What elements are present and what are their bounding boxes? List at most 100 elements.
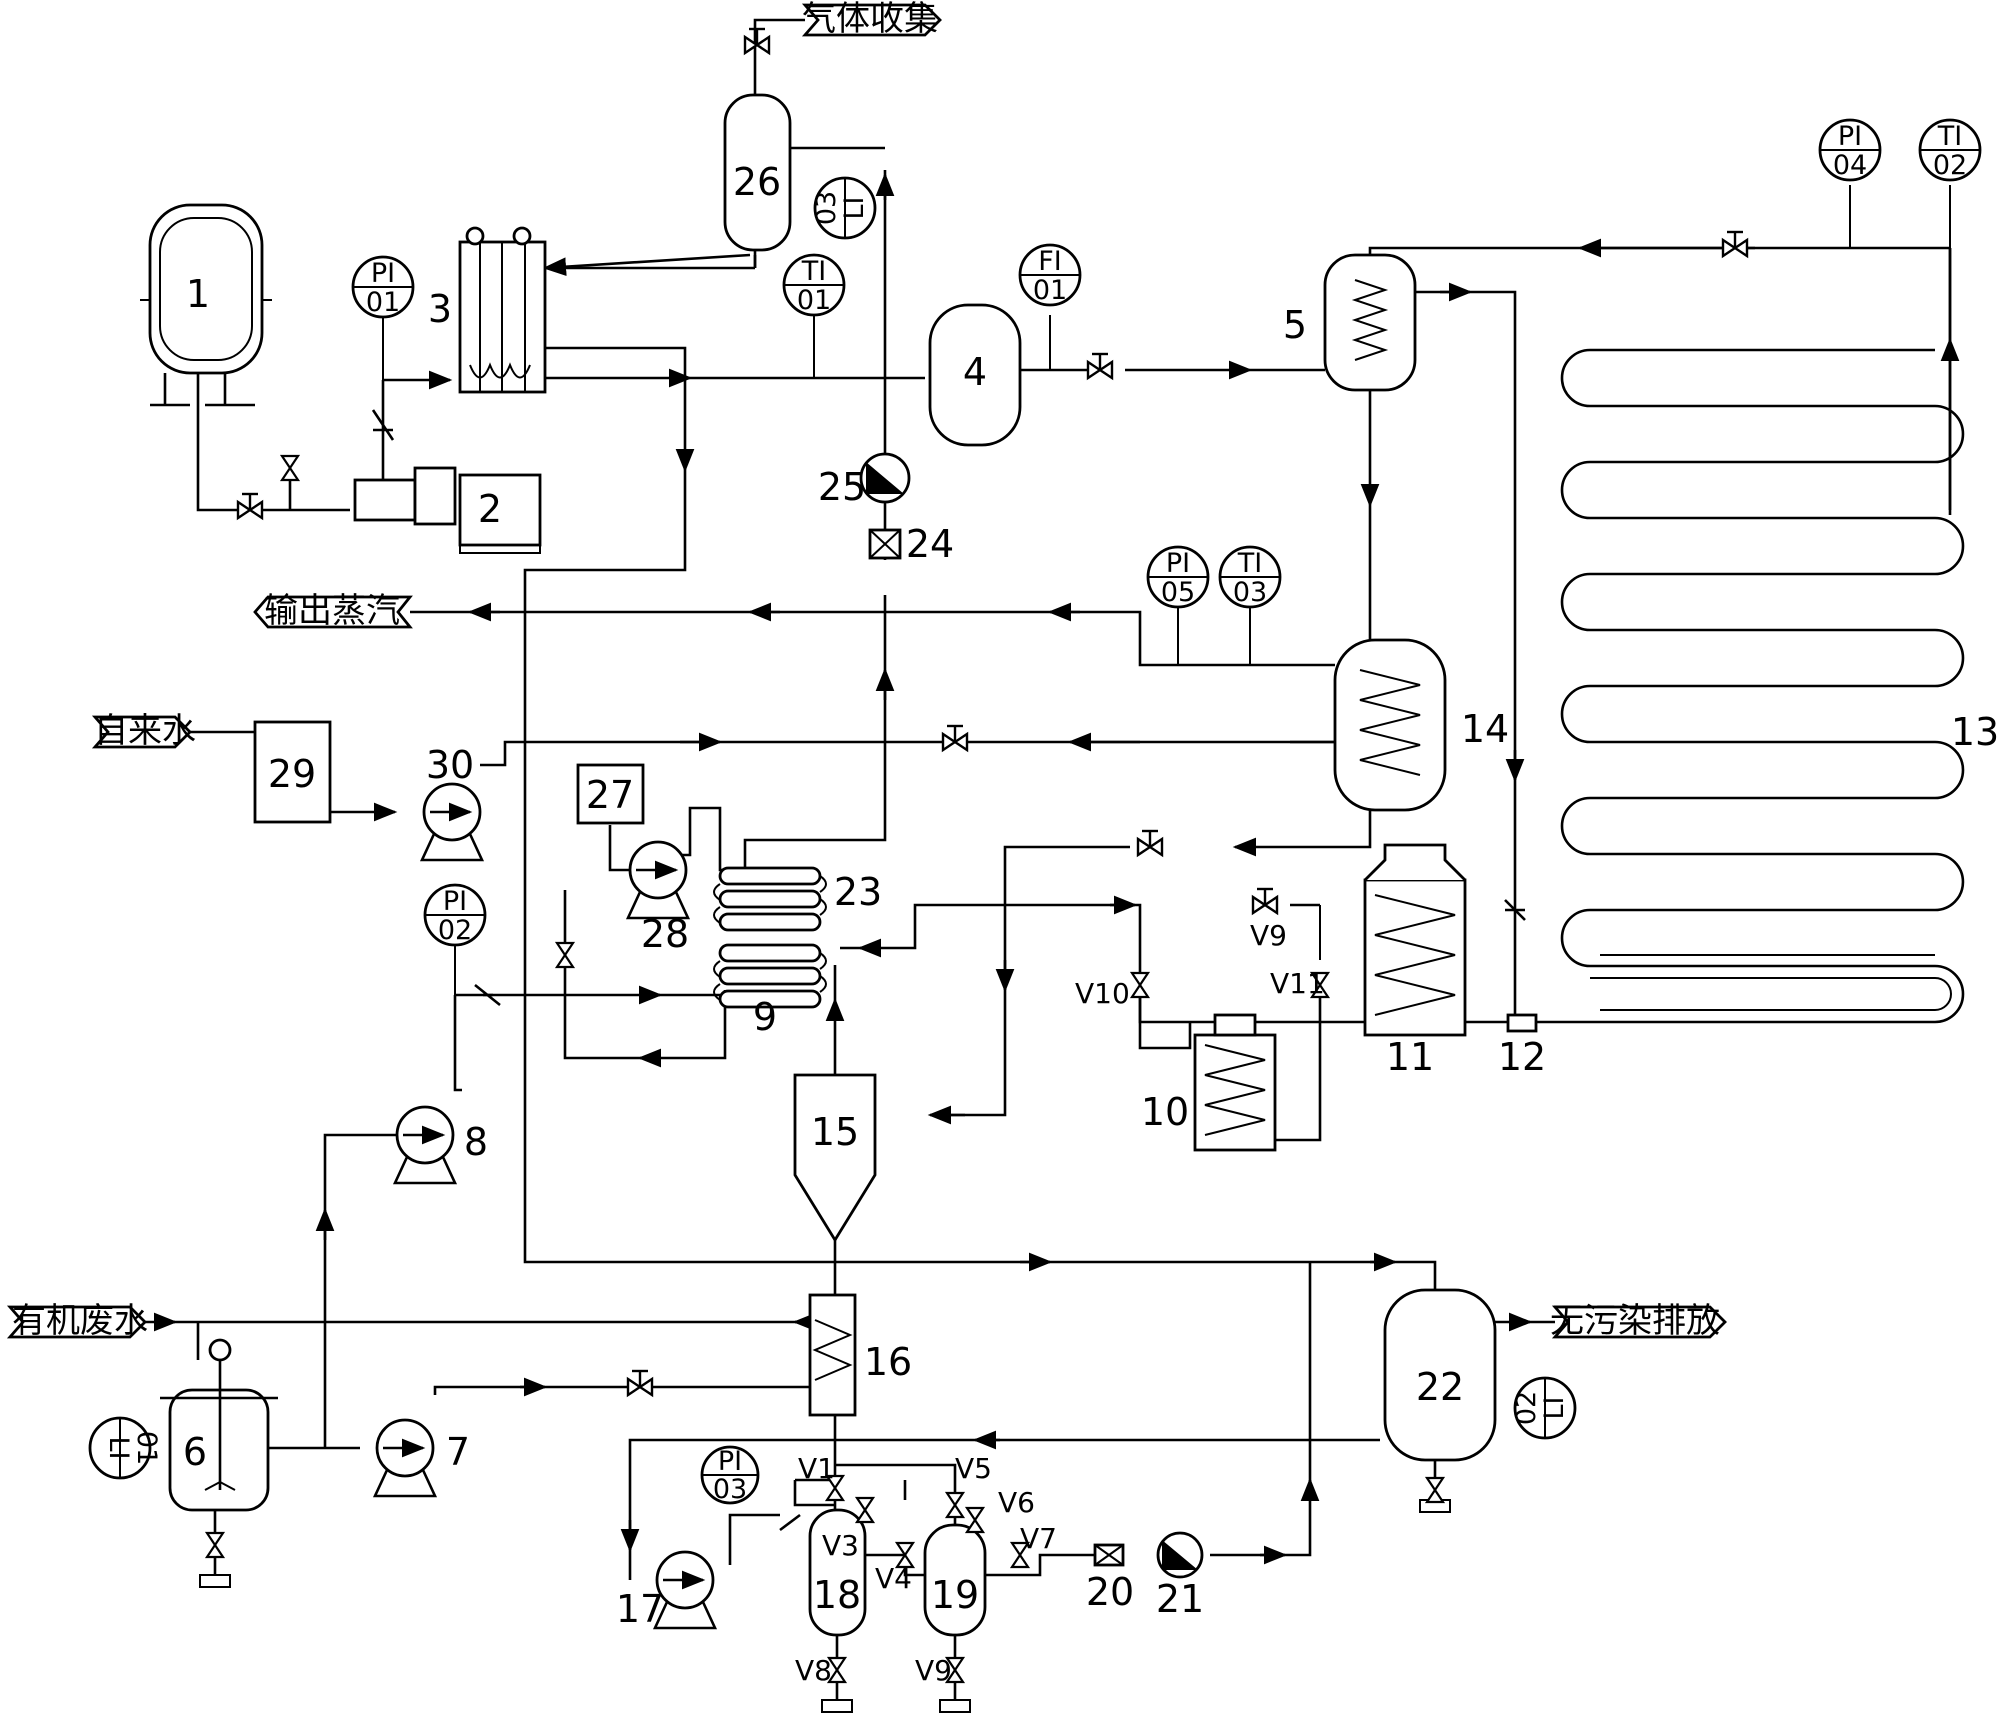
equipment-28-pump: 28 [628, 842, 689, 956]
equipment-13-serpentine-coil: 13 [1560, 348, 1998, 1024]
equipment-15-cyclone: 15 [793, 1073, 877, 1243]
piping [135, 18, 1960, 1580]
equipment-label-3: 3 [428, 287, 452, 331]
instrument-pi03: PI 03 [700, 1445, 760, 1505]
equipment-label-30: 30 [426, 743, 474, 787]
equipment-20-filter: 20 [1086, 1543, 1134, 1614]
instrument-pi04: PI 04 [1818, 118, 1882, 182]
equipment-label-1: 1 [186, 272, 210, 316]
equipment-2-compressor: 2 [353, 466, 542, 554]
instrument-ti03: TI 03 [1218, 545, 1282, 609]
equipment-label-16: 16 [864, 1340, 912, 1384]
instrument-pi02: PI 02 [423, 883, 487, 947]
equipment-label-7: 7 [446, 1430, 470, 1474]
svg-text:LI: LI [839, 196, 870, 219]
equipment-label-6: 6 [183, 1430, 207, 1474]
equipment-label-25: 25 [818, 465, 866, 509]
svg-text:01: 01 [1033, 275, 1067, 306]
instrument-li01: LI 01 [88, 1416, 162, 1480]
equipment-label-20: 20 [1086, 1570, 1134, 1614]
svg-text:05: 05 [1161, 577, 1195, 608]
equipment-label-26: 26 [733, 160, 781, 204]
stream-gas-collection: 气体收集 [801, 0, 942, 39]
svg-text:LI: LI [1539, 1396, 1570, 1419]
svg-text:PI: PI [443, 886, 467, 917]
instrument-ti02: TI 02 [1918, 118, 1982, 182]
svg-text:TI: TI [1237, 548, 1262, 579]
svg-text:01: 01 [797, 285, 831, 316]
svg-text:自来水: 自来水 [94, 711, 196, 751]
equipment-7-pump: 7 [375, 1420, 470, 1496]
stream-organic-wastewater: 有机废水 [6, 1301, 148, 1341]
equipment-25-pump: 25 [818, 452, 911, 509]
equipment-21-pump: 21 [1156, 1531, 1204, 1621]
svg-text:03: 03 [811, 191, 842, 225]
svg-text:01: 01 [131, 1431, 162, 1465]
equipment-12-connector: 12 [1498, 1013, 1546, 1079]
equipment-27-tank: 27 [576, 763, 645, 825]
svg-text:有机废水: 有机废水 [12, 1301, 148, 1341]
svg-text:PI: PI [1838, 121, 1862, 152]
equipment-label-24: 24 [906, 522, 954, 566]
equipment-29-tank: 29 [253, 720, 332, 824]
equipment-24-filter: 24 [868, 522, 954, 566]
svg-text:PI: PI [1166, 548, 1190, 579]
equipment-label-12: 12 [1498, 1035, 1546, 1079]
equipment-22-separator: 22 [1383, 1288, 1497, 1513]
valve-label-v5: V5 [955, 1452, 992, 1485]
equipment-label-18: 18 [813, 1573, 861, 1617]
equipment-label-23: 23 [834, 870, 882, 914]
svg-text:03: 03 [713, 1474, 747, 1505]
svg-text:03: 03 [1233, 577, 1267, 608]
instrument-pi01: PI 01 [351, 255, 415, 319]
svg-text:01: 01 [366, 287, 400, 318]
equipment-30-pump: 30 [422, 743, 482, 860]
svg-text:02: 02 [1933, 150, 1967, 181]
equipment-label-22: 22 [1416, 1365, 1464, 1409]
valve-label-v10: V10 [1075, 977, 1130, 1010]
equipment-label-8: 8 [464, 1120, 488, 1164]
equipment-label-15: 15 [811, 1110, 859, 1154]
valve-label-v9-upper: V9 [1250, 919, 1287, 952]
svg-text:FI: FI [1038, 246, 1062, 277]
equipment-6-stirred-tank: 6 [160, 1338, 278, 1588]
svg-text:TI: TI [1937, 121, 1962, 152]
equipment-label-27: 27 [586, 773, 634, 817]
equipment-label-11: 11 [1386, 1035, 1434, 1079]
valve-label-v4: V4 [875, 1562, 912, 1595]
equipment-9-heat-exchanger: 9 [713, 943, 827, 1039]
valve-label-v3: V3 [822, 1529, 859, 1562]
equipment-label-29: 29 [268, 752, 316, 796]
valve-label-v6: V6 [998, 1486, 1035, 1519]
equipment-5-heater: 5 [1283, 253, 1417, 392]
equipment-8-pump: 8 [395, 1107, 488, 1183]
equipment-10-condenser: 10 [1141, 1013, 1277, 1152]
svg-text:PI: PI [371, 258, 395, 289]
svg-text:TI: TI [801, 256, 826, 287]
svg-text:PI: PI [718, 1446, 742, 1477]
equipment-label-13: 13 [1951, 710, 1998, 754]
svg-text:02: 02 [1511, 1391, 1542, 1425]
equipment-label-2: 2 [478, 487, 502, 531]
equipment-label-19: 19 [931, 1573, 979, 1617]
svg-text:输出蒸汽: 输出蒸汽 [264, 591, 400, 631]
instrument-ti01: TI 01 [782, 253, 846, 317]
stream-clean-discharge: 无污染排放 [1550, 1301, 1727, 1341]
equipment-label-28: 28 [641, 912, 689, 956]
equipment-26-separator: 26 [723, 93, 792, 252]
equipment-19-column: 19 [923, 1523, 987, 1713]
equipment-23-heat-exchanger: 23 [713, 866, 882, 932]
valve-label-v8: V8 [795, 1654, 832, 1687]
svg-text:LI: LI [103, 1436, 134, 1459]
svg-text:无污染排放: 无污染排放 [1550, 1301, 1720, 1341]
stream-steam-output: 输出蒸汽 [253, 591, 413, 631]
equipment-16-heat-exchanger: 16 [808, 1293, 912, 1417]
equipment-17-pump: 17 [616, 1552, 715, 1631]
valve-label-v9-lower: V9 [915, 1654, 952, 1687]
equipment-label-4: 4 [963, 350, 987, 394]
instrument-fi01: FI 01 [1018, 243, 1082, 307]
instrument-li02: LI 02 [1511, 1376, 1577, 1440]
valve-label-v7: V7 [1020, 1522, 1057, 1555]
equipment-label-21: 21 [1156, 1577, 1204, 1621]
